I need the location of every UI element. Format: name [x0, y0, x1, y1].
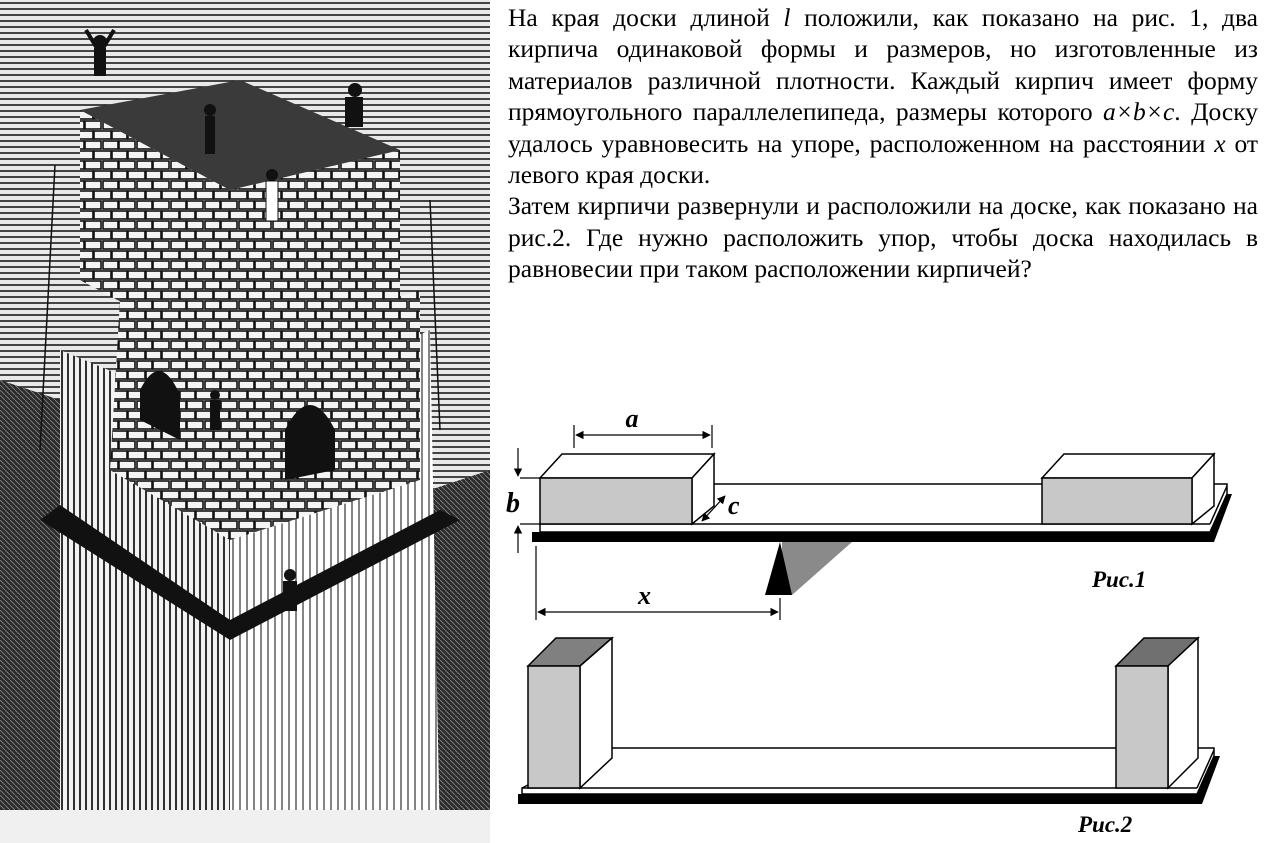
variable-l: l: [783, 3, 791, 32]
board-top-fig2: [521, 747, 1215, 795]
dim-label-x: x: [637, 581, 651, 610]
problem-text: На края доски длиной l положили, как пок…: [508, 2, 1258, 285]
figure-1: a b c x Рис.1: [506, 408, 1232, 620]
figures-diagram: a b c x Рис.1: [506, 408, 1232, 837]
problem-paragraph-1: На края доски длиной l положили, как пок…: [508, 2, 1258, 190]
left-brick-fig1: [538, 452, 716, 526]
text-segment: . Доску удалось уравновесить на упоре, р…: [508, 97, 1258, 158]
left-brick-fig2: [526, 636, 614, 790]
board-bottom-fig1: [532, 494, 1232, 542]
variable-x: x: [1214, 128, 1226, 158]
support: [765, 542, 792, 595]
problem-paragraph-2: Затем кирпичи развернули и расположили н…: [508, 191, 1258, 284]
dim-label-c: c: [728, 491, 740, 520]
tower-engraving-illustration: [0, 0, 490, 843]
right-brick-fig2: [1114, 636, 1200, 790]
dim-label-b: b: [506, 488, 520, 519]
figure-2: Рис.2: [518, 636, 1220, 837]
board-bottom-fig2: [518, 756, 1220, 804]
caption-fig2: Рис.2: [1077, 812, 1132, 837]
dim-label-a: a: [626, 408, 639, 433]
text-segment: На края доски длиной: [508, 3, 784, 32]
text-segment: от левого края доски.: [508, 128, 1258, 190]
right-brick-fig1: [1040, 452, 1216, 526]
support-shadow: [782, 542, 852, 595]
caption-fig1: Рис.1: [1091, 567, 1146, 592]
variable-dimensions: a×b×c: [1103, 97, 1175, 127]
text-segment: положили, как показано на рис. 1, два ки…: [508, 3, 1258, 127]
